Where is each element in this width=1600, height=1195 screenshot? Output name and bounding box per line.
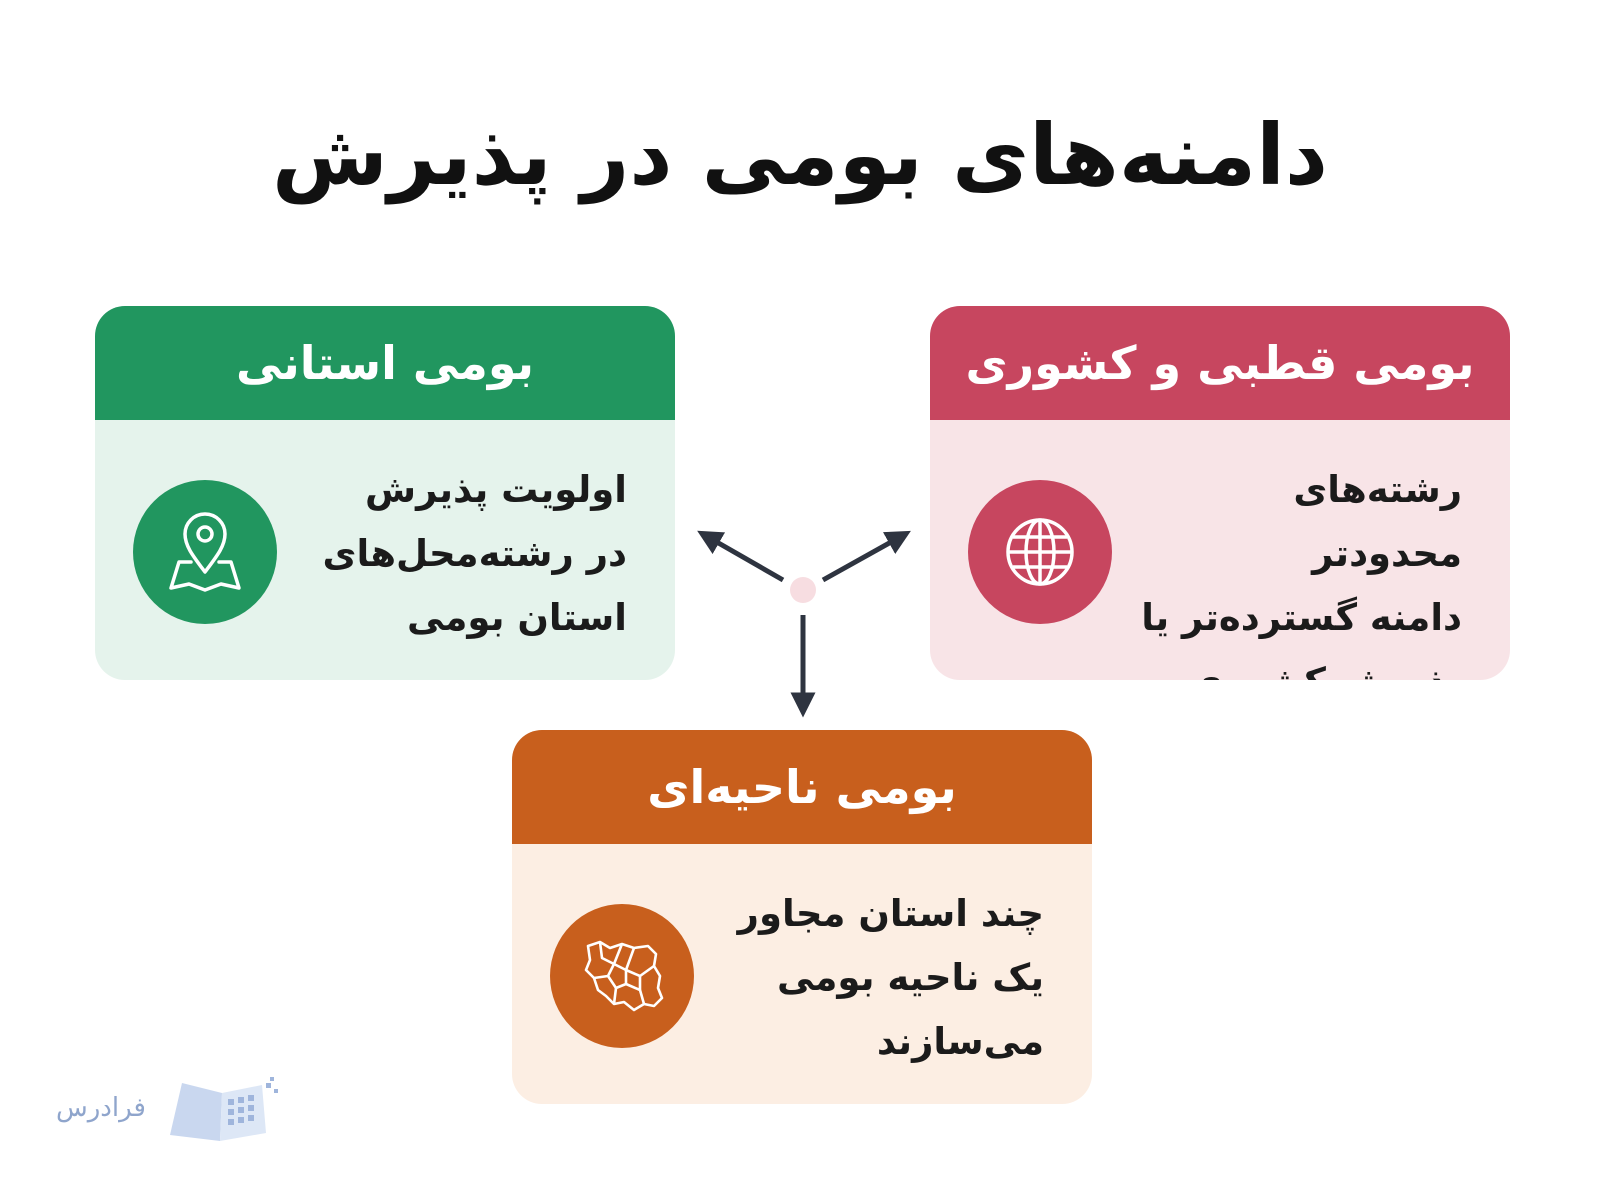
iran-map-icon (550, 904, 694, 1048)
map-pin-icon (133, 480, 277, 624)
card-national-text: رشته‌های محدودتر دامنه گسترده‌تر یا پذیر… (1141, 468, 1462, 680)
card-regional: بومی ناحیه‌ای چند استان مجاور یک ناحیه ب… (512, 730, 1092, 1104)
card-provincial: بومی استانی اولویت پذیرش در رشته‌محل‌های… (95, 306, 675, 680)
arrow-to-provincial (697, 530, 785, 583)
card-national: بومی قطبی و کشوری رشته‌های محدودتر دامنه… (930, 306, 1510, 680)
card-national-header: بومی قطبی و کشوری (930, 306, 1510, 420)
card-regional-body: چند استان مجاور یک ناحیه بومی می‌سازند (512, 844, 1092, 1104)
card-national-body: رشته‌های محدودتر دامنه گسترده‌تر یا پذیر… (930, 420, 1510, 680)
arrow-to-national (821, 530, 911, 583)
card-regional-header: بومی ناحیه‌ای (512, 730, 1092, 844)
page-title: دامنه‌های بومی در پذیرش (271, 106, 1329, 204)
card-regional-text: چند استان مجاور یک ناحیه بومی می‌سازند (737, 892, 1044, 1063)
card-provincial-text: اولویت پذیرش در رشته‌محل‌های استان بومی (322, 468, 627, 639)
card-provincial-header: بومی استانی (95, 306, 675, 420)
logo-text: فرادرس (56, 1093, 146, 1123)
center-hub (790, 577, 816, 603)
card-provincial-body: اولویت پذیرش در رشته‌محل‌های استان بومی (95, 420, 675, 680)
globe-icon (968, 480, 1112, 624)
logo: فرادرس (52, 1075, 292, 1145)
book-icon (170, 1077, 278, 1141)
